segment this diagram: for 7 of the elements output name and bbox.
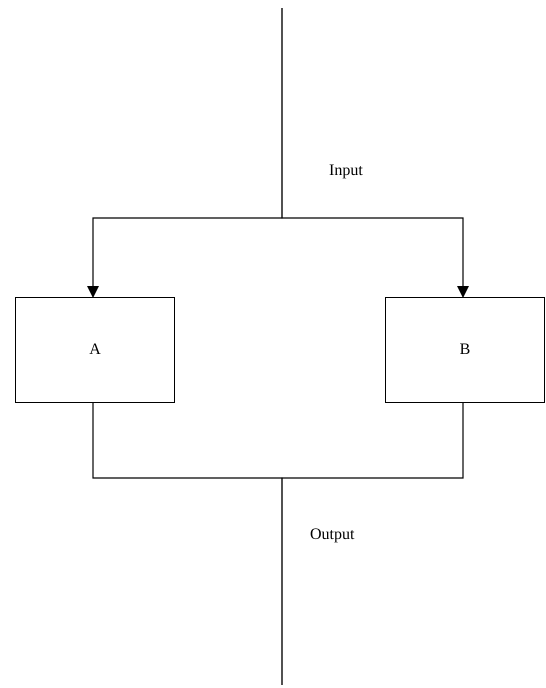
connector-arrow (281, 8, 469, 298)
box-label: A (89, 340, 101, 360)
process-box (15, 297, 175, 403)
signal-label: Input (329, 161, 363, 181)
box-label: B (460, 340, 470, 360)
process-box (385, 297, 545, 403)
signal-label: Output (310, 525, 354, 545)
